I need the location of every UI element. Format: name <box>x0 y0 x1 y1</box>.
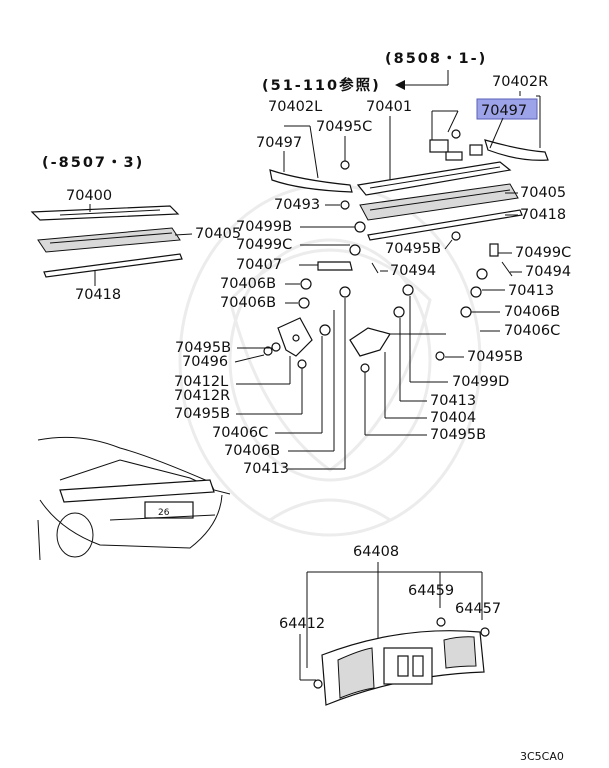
label-70406B-right[interactable]: 70406B <box>504 304 560 320</box>
label-70406B-center[interactable]: 70406B <box>224 443 280 459</box>
label-70413-bottom[interactable]: 70413 <box>243 461 289 477</box>
label-70418-left: 70418 <box>75 287 121 303</box>
header-range-new: (8508・1-) <box>385 51 487 67</box>
label-70493[interactable]: 70493 <box>274 197 320 213</box>
hinge-assembly <box>263 284 446 373</box>
spoiler-assembly-new <box>269 129 549 241</box>
label-64457[interactable]: 64457 <box>455 601 501 617</box>
label-70499D[interactable]: 70499D <box>452 374 509 390</box>
label-70418-right[interactable]: 70418 <box>520 207 566 223</box>
label-70413-right[interactable]: 70413 <box>508 283 554 299</box>
label-70494-center[interactable]: 70494 <box>390 263 436 279</box>
label-70406C-right[interactable]: 70406C <box>504 323 560 339</box>
label-70405-left: 70405 <box>195 226 241 242</box>
label-70400: 70400 <box>66 188 112 204</box>
label-70495B-3[interactable]: 70495B <box>174 406 230 422</box>
label-70499C-1[interactable]: 70499C <box>236 237 292 253</box>
label-70495B-5[interactable]: 70495B <box>430 427 486 443</box>
highlight-box <box>476 98 538 120</box>
label-70499C-2[interactable]: 70499C <box>515 245 571 261</box>
label-70496[interactable]: 70496 <box>182 354 228 370</box>
label-70497-highlight[interactable]: 70497 <box>481 103 527 119</box>
label-70499B-1[interactable]: 70499B <box>236 219 292 235</box>
label-70404[interactable]: 70404 <box>430 410 476 426</box>
label-70402L[interactable]: 70402L <box>268 99 322 115</box>
label-70402R[interactable]: 70402R <box>492 74 548 90</box>
label-64459[interactable]: 64459 <box>408 583 454 599</box>
label-70495C[interactable]: 70495C <box>316 119 372 135</box>
label-70495B-1[interactable]: 70495B <box>385 241 441 257</box>
label-70495B-2[interactable]: 70495B <box>175 340 231 356</box>
label-70401[interactable]: 70401 <box>366 99 412 115</box>
header-range-old: (-8507・3) <box>42 155 144 171</box>
label-70494-right[interactable]: 70494 <box>525 264 571 280</box>
header-reference: (51-110参照) <box>262 76 381 94</box>
label-70412L[interactable]: 70412L <box>174 374 228 390</box>
reference-arrow-icon <box>395 70 449 90</box>
label-70406C-center[interactable]: 70406C <box>212 425 268 441</box>
label-70406B-1[interactable]: 70406B <box>220 276 276 292</box>
label-70413-center[interactable]: 70413 <box>430 393 476 409</box>
license-garnish-panel <box>313 617 490 706</box>
svg-text:26: 26 <box>158 508 170 518</box>
label-70495B-4[interactable]: 70495B <box>467 349 523 365</box>
label-70406B-2[interactable]: 70406B <box>220 295 276 311</box>
label-64412[interactable]: 64412 <box>279 616 325 632</box>
spoiler-assembly-old <box>30 205 183 278</box>
label-70407[interactable]: 70407 <box>236 257 282 273</box>
label-70412R[interactable]: 70412R <box>174 388 230 404</box>
label-70405-right[interactable]: 70405 <box>520 185 566 201</box>
diagram-code: 3C5CA0 <box>520 750 564 763</box>
label-70497[interactable]: 70497 <box>256 135 302 151</box>
label-64408[interactable]: 64408 <box>353 544 399 560</box>
car-rear-illustration: 26 <box>37 436 231 561</box>
